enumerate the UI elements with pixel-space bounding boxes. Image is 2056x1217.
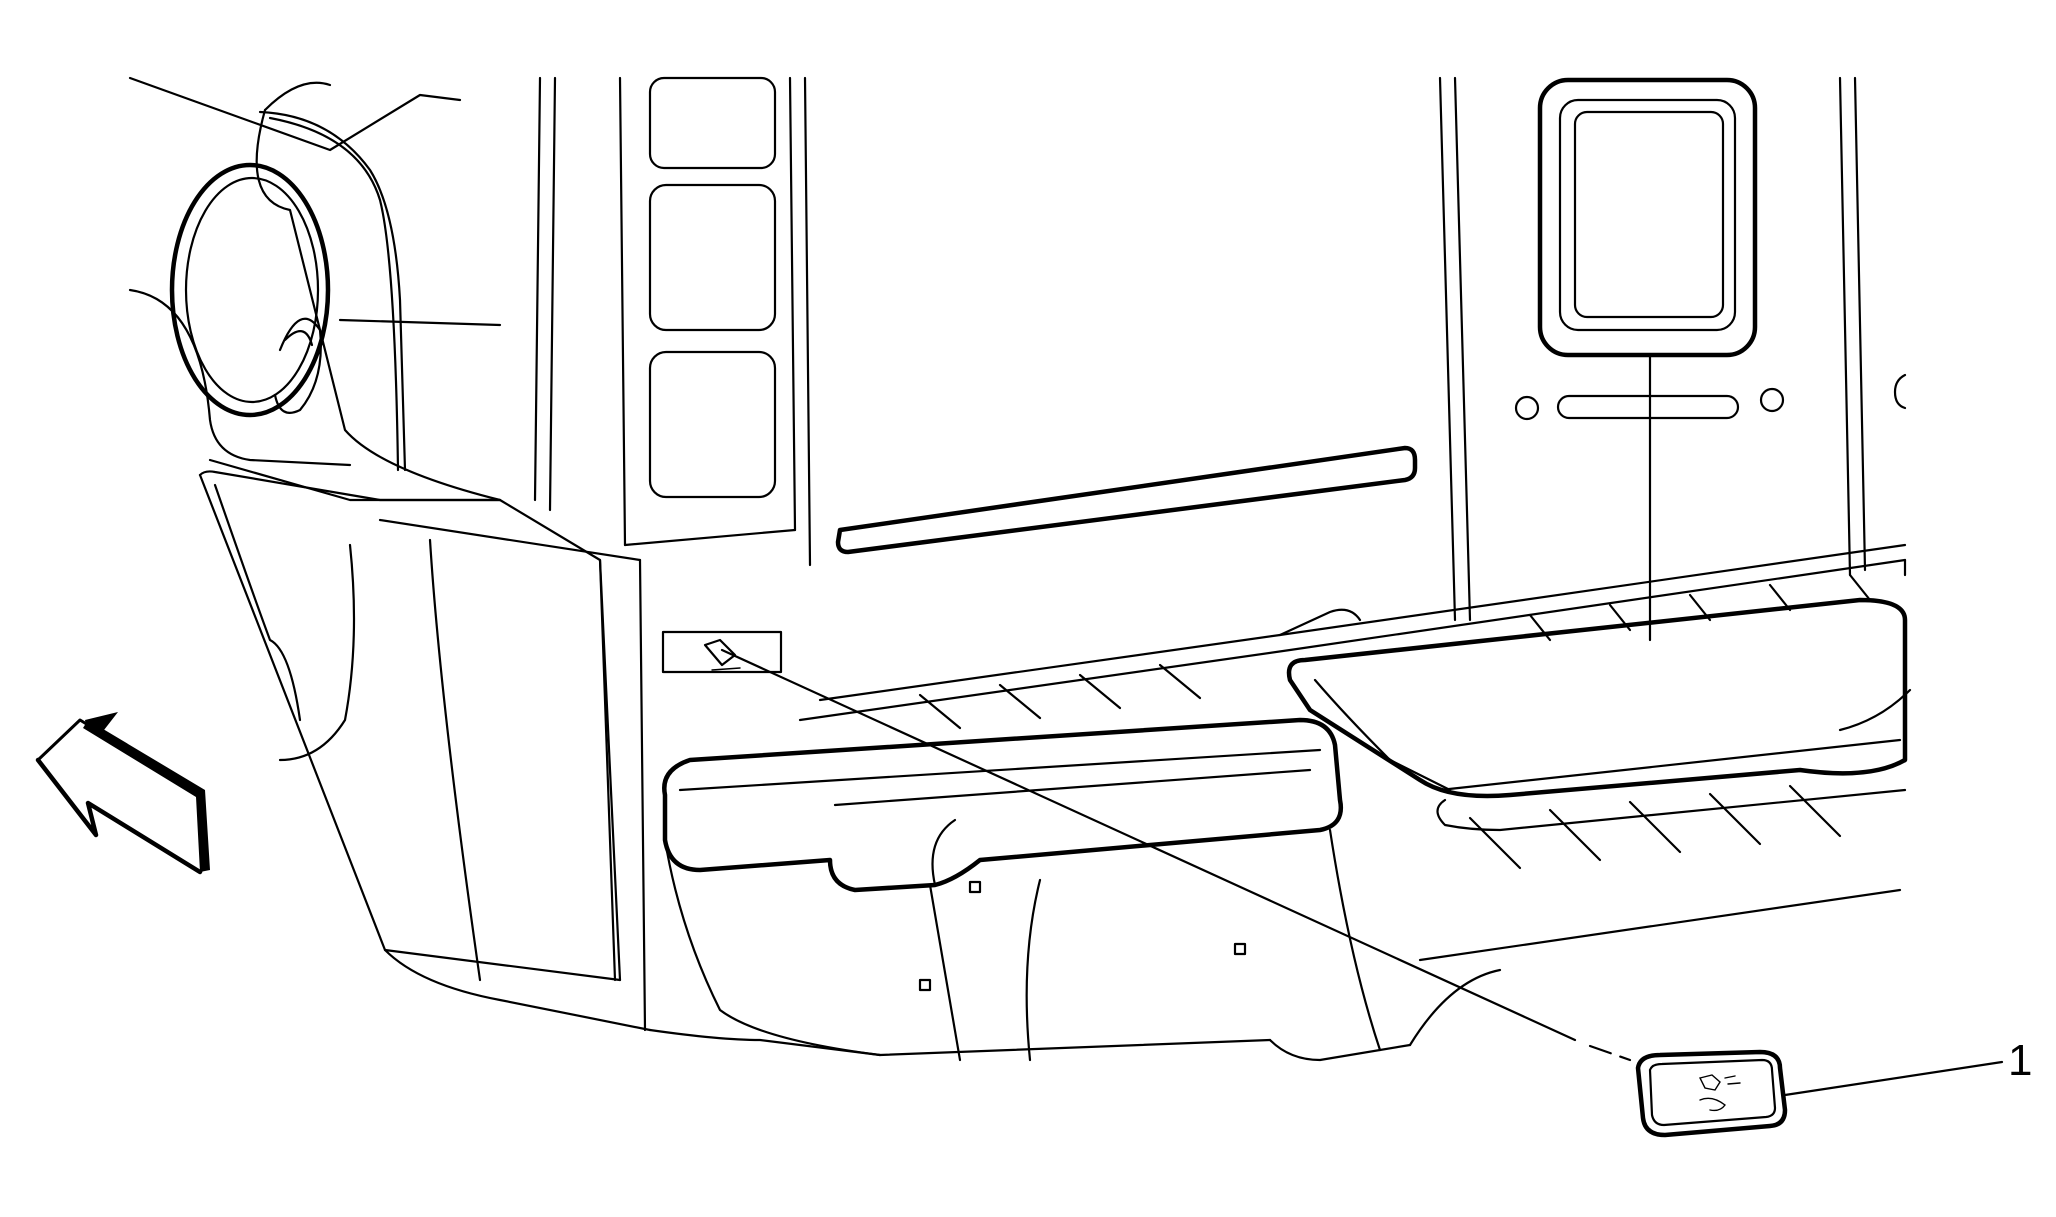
callout-1: 1 <box>1783 1036 2032 1097</box>
leader-line <box>720 648 1632 1062</box>
front-direction-arrow-icon <box>35 712 210 875</box>
rear-bumper <box>198 470 882 1057</box>
pad-mounting-location <box>661 630 783 674</box>
rear-bumper-step-pad <box>1635 1049 1788 1138</box>
bumper-step <box>662 543 1912 1062</box>
tail-lamp-assembly <box>128 76 502 502</box>
callout-1-label: 1 <box>2008 1036 2032 1085</box>
pillar-lamps <box>533 76 812 567</box>
step-ribs <box>918 573 1872 870</box>
tailgate-panel <box>835 76 1907 642</box>
